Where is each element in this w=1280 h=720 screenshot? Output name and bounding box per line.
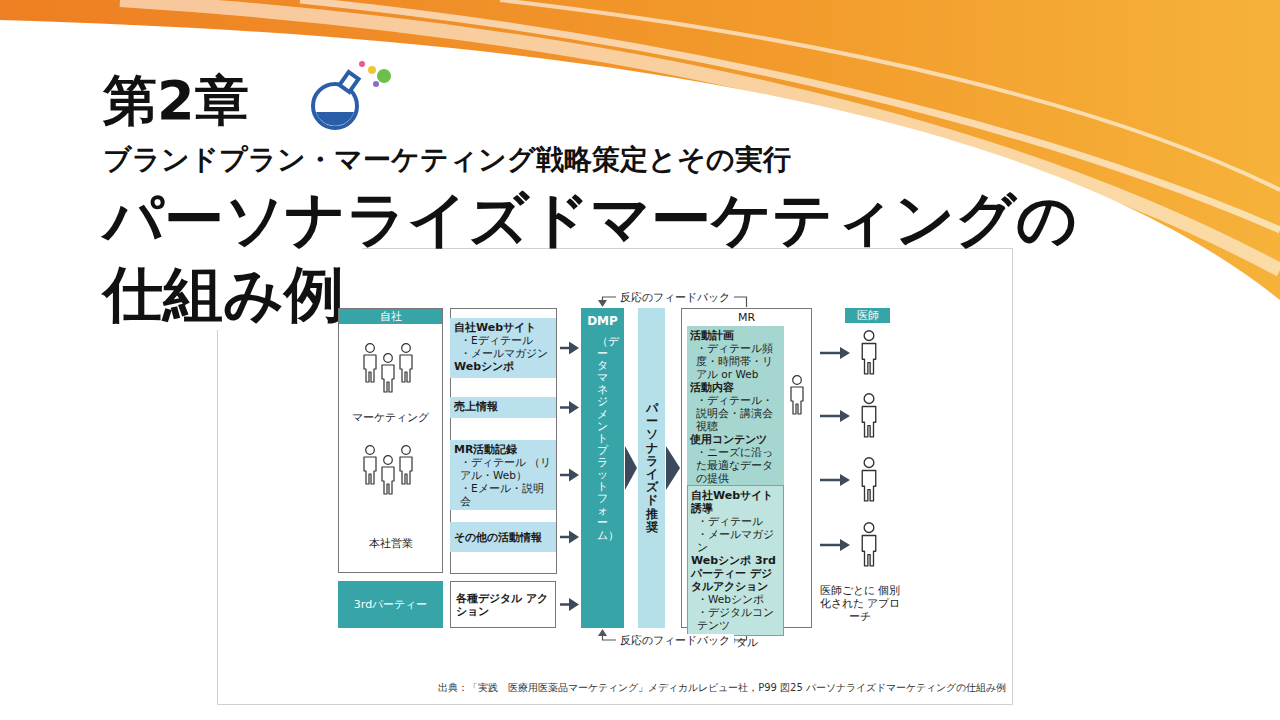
node-text: ・ディテール・説明会・講演会視聴 xyxy=(690,394,781,433)
digital-action-box: 各種デジタル アクション xyxy=(450,581,556,628)
connector xyxy=(666,446,680,490)
connector xyxy=(569,469,579,482)
third-party-box: 3rdパーティー xyxy=(338,581,443,628)
digital-panel: 自社Webサイト誘導・ディテール・メールマガジンWebシンポ 3rdパーティー … xyxy=(687,485,784,652)
node-text: ・ディテール xyxy=(691,515,780,528)
node-heading: DMP xyxy=(587,314,618,328)
node-heading: 売上情報 xyxy=(454,400,552,413)
data-box: その他の活動情報 xyxy=(450,522,556,552)
edge-label: 反応のフィードバック xyxy=(616,291,734,304)
connector xyxy=(625,446,637,490)
node-text: ・Eメール・説明会 xyxy=(454,482,552,508)
node-heading: MR活動記録 xyxy=(454,443,552,456)
connector xyxy=(569,342,579,355)
node-heading: 自社Webサイト xyxy=(454,321,552,334)
edge-label: 反応のフィードバック xyxy=(616,634,734,647)
connector xyxy=(569,598,579,611)
recommend-bar: パーソナライズド推奨 xyxy=(638,308,665,628)
node-heading: 医師 xyxy=(845,308,890,323)
node-text: Webシンポ 3rdパーティー デジタルアクション xyxy=(691,554,780,593)
digital-box: 自社Webサイト誘導・ディテール・メールマガジンWebシンポ 3rdパーティー … xyxy=(687,485,784,636)
connector xyxy=(598,300,607,307)
subtitle: ブランドプラン・マーケティング戦略策定とその実行 xyxy=(103,142,791,178)
node-text: ・Webシンポ xyxy=(691,593,780,606)
chapter-number: 第2章 xyxy=(103,70,249,132)
mr-panel: MR活動計画・ディテール頻度・時間帯・リアル or Web活動内容・ディテール・… xyxy=(681,308,812,628)
flask-icon xyxy=(313,61,391,128)
mr-plan-box: 活動計画・ディテール頻度・時間帯・リアル or Web活動内容・ディテール・説明… xyxy=(687,326,784,485)
node-text: （データマネジメントプラットフォーム） xyxy=(597,336,608,542)
dmp-bar: DMP （データマネジメントプラットフォーム） xyxy=(581,308,624,628)
node-text: ・ニーズに沿った最適なデータの提供 xyxy=(690,446,781,485)
data-box: 自社Webサイト・Eディテール・メールマガジンWebシンポ xyxy=(450,318,556,378)
node-text: ・ディテール （リアル・Web） xyxy=(454,456,552,482)
data-box: MR活動記録・ディテール （リアル・Web）・Eメール・説明会 xyxy=(450,440,556,510)
doctor-note: 医師ごとに 個別化された アプローチ xyxy=(818,584,902,623)
node-heading: MR xyxy=(682,311,811,324)
doctor-arrows xyxy=(820,347,850,551)
node-text: ・デジタルコンテンツ xyxy=(691,606,780,632)
node-heading: その他の活動情報 xyxy=(454,531,542,544)
connector xyxy=(569,401,579,414)
node-text: 自社Webサイト誘導 xyxy=(691,489,780,515)
node-heading: 自社 xyxy=(339,309,442,324)
node-text: 使用コンテンツ xyxy=(690,433,781,446)
node-heading: パーソナライズド推奨 xyxy=(646,402,658,534)
node-heading: 各種デジタル アクション xyxy=(456,592,550,618)
data-box: 売上情報 xyxy=(450,397,556,418)
company-panel: 自社マーケティング本社営業 xyxy=(338,308,443,573)
node-text: 活動内容 xyxy=(690,381,781,394)
node-text: ・Eディテール xyxy=(454,334,552,347)
node-text: ・ディテール頻度・時間帯・リアル or Web xyxy=(690,342,781,381)
node-text: 本社営業 xyxy=(339,537,442,550)
connector xyxy=(569,531,579,544)
source-caption: 出典：「実践 医療用医薬品マーケティング」メディカルレビュー社，P99 図25 … xyxy=(300,682,1006,694)
doctor-header: 医師 xyxy=(845,308,890,323)
node-text: Webシンポ xyxy=(454,360,552,373)
node-text: ・メールマガジン xyxy=(691,528,780,554)
connector xyxy=(598,629,607,636)
node-heading: 3rdパーティー xyxy=(354,597,427,612)
node-text: ・メールマガジン xyxy=(454,347,552,360)
node-text: マーケティング xyxy=(339,411,442,424)
node-heading: 活動計画 xyxy=(690,329,781,342)
data-column xyxy=(451,309,557,574)
